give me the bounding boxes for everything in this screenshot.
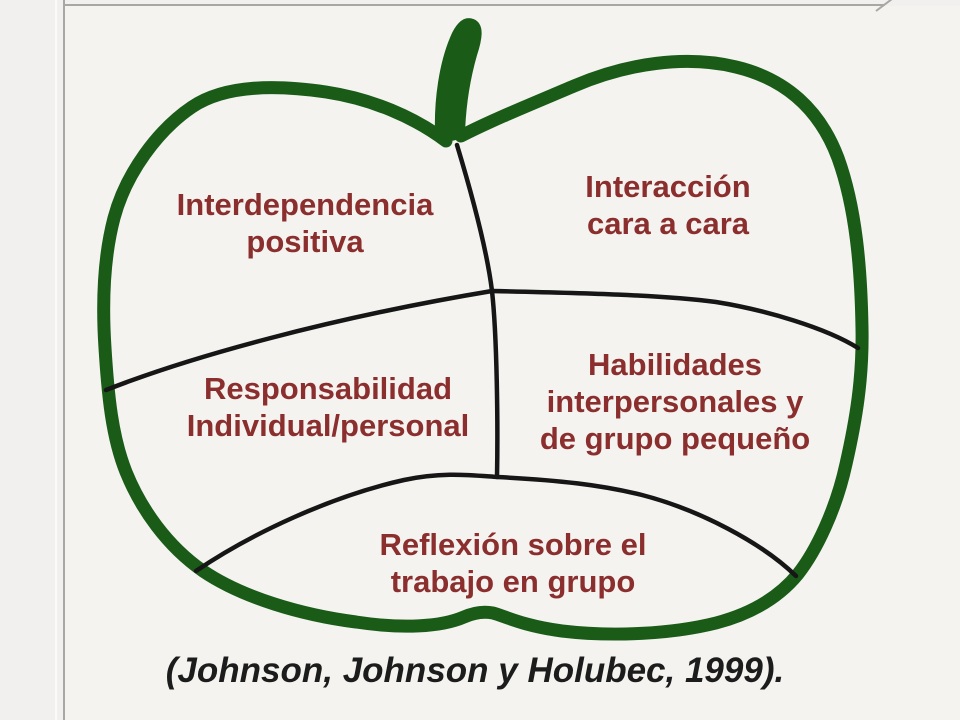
page-corner-nick (875, 0, 893, 12)
label-line: trabajo en grupo (390, 564, 636, 599)
label-line: Individual/personal (186, 408, 470, 443)
apple-outline-path (97, 54, 869, 641)
divider-middle-right-line (489, 288, 861, 351)
section-label-interdependencia-positiva: Interdependencia positiva (150, 186, 460, 260)
label-line: Reflexión sobre el (379, 527, 647, 562)
label-line: de grupo pequeño (539, 421, 811, 456)
page-left-edge-highlight (55, 0, 57, 720)
label-line: Interdependencia (176, 187, 434, 222)
label-line: Responsabilidad (203, 371, 453, 406)
apple-stem (434, 18, 482, 141)
label-line: cara a cara (586, 206, 750, 241)
page-top-border-line (64, 4, 884, 6)
page-left-border-line (63, 0, 65, 720)
label-line: Habilidades (588, 347, 762, 382)
section-label-reflexion-trabajo-grupo: Reflexión sobre el trabajo en grupo (353, 526, 673, 600)
section-label-habilidades-interpersonales: Habilidades interpersonales y de grupo p… (515, 346, 835, 457)
divider-bottom-line (193, 472, 799, 579)
citation-text: (Johnson, Johnson y Holubec, 1999). (165, 651, 785, 690)
divider-middle-left-line (103, 288, 495, 393)
section-label-interaccion-cara-a-cara: Interacción cara a cara (530, 168, 806, 242)
label-line: interpersonales y (546, 384, 804, 419)
label-line: Interacción (585, 169, 751, 204)
label-line: positiva (246, 224, 364, 259)
content-panel (65, 6, 960, 720)
section-label-responsabilidad-individual: Responsabilidad Individual/personal (168, 370, 488, 444)
